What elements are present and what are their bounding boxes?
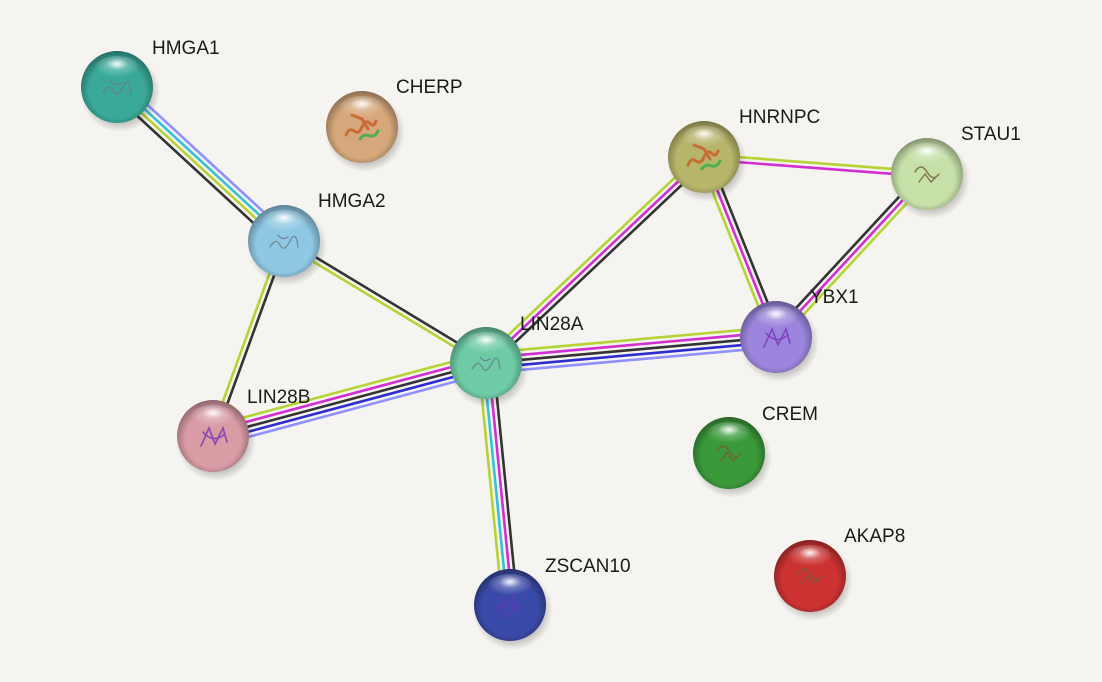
node-highlight [681, 126, 727, 151]
node-label: AKAP8 [844, 526, 905, 547]
node-label: STAU1 [961, 124, 1021, 145]
node-label: LIN28B [247, 387, 310, 408]
node-akap8[interactable]: AKAP8 [773, 526, 905, 621]
node-hnrnpc[interactable]: HNRNPC [667, 107, 820, 202]
node-label: YBX1 [810, 287, 859, 308]
edge-hnrnpc-lin28a[interactable] [481, 152, 709, 368]
node-highlight [753, 306, 799, 331]
node-highlight [94, 56, 140, 81]
edge-lin28a-ybx1[interactable] [483, 325, 779, 375]
edge-strand-experiments [484, 330, 777, 360]
node-highlight [463, 332, 509, 357]
node-highlight [787, 545, 833, 570]
edge-strand-cooccurrence [485, 345, 779, 375]
edge-strand-cooccurrence [214, 371, 490, 447]
node-lin28a[interactable]: LIN28A [449, 314, 584, 408]
node-highlight [261, 210, 307, 235]
edge-strand-coexpression [488, 159, 709, 368]
edge-strand-homology [212, 366, 489, 443]
node-cherp[interactable]: CHERP [325, 77, 463, 172]
node-highlight [190, 405, 236, 430]
node-label: CREM [762, 404, 818, 425]
node-label: CHERP [396, 77, 463, 98]
edge-strand-coexpression [484, 335, 778, 365]
edge-strand-textmining [209, 352, 485, 428]
edge-strand-homology [485, 340, 778, 370]
node-zscan10[interactable]: ZSCAN10 [473, 556, 631, 650]
node-label: ZSCAN10 [545, 556, 631, 577]
edge-strand-textmining [481, 152, 702, 361]
node-hmga1[interactable]: HMGA1 [80, 38, 220, 132]
node-highlight [904, 143, 950, 168]
node-label: LIN28A [520, 314, 584, 335]
node-label: HMGA1 [152, 38, 220, 59]
edge-strand-coexpression [211, 361, 488, 438]
node-label: HMGA2 [318, 191, 386, 212]
node-highlight [487, 574, 533, 599]
edge-strand-textmining [483, 325, 777, 355]
node-highlight [706, 422, 752, 447]
node-ybx1[interactable]: YBX1 [739, 287, 859, 382]
node-highlight [339, 96, 385, 121]
edge-lin28a-lin28b[interactable] [209, 352, 490, 447]
edge-strand-experiments [210, 356, 487, 433]
node-stau1[interactable]: STAU1 [890, 124, 1021, 219]
node-label: HNRNPC [739, 107, 820, 128]
node-lin28b[interactable]: LIN28B [176, 387, 310, 481]
node-crem[interactable]: CREM [692, 404, 818, 498]
node-hmga2[interactable]: HMGA2 [247, 191, 386, 286]
edge-strand-experiments [484, 155, 706, 365]
